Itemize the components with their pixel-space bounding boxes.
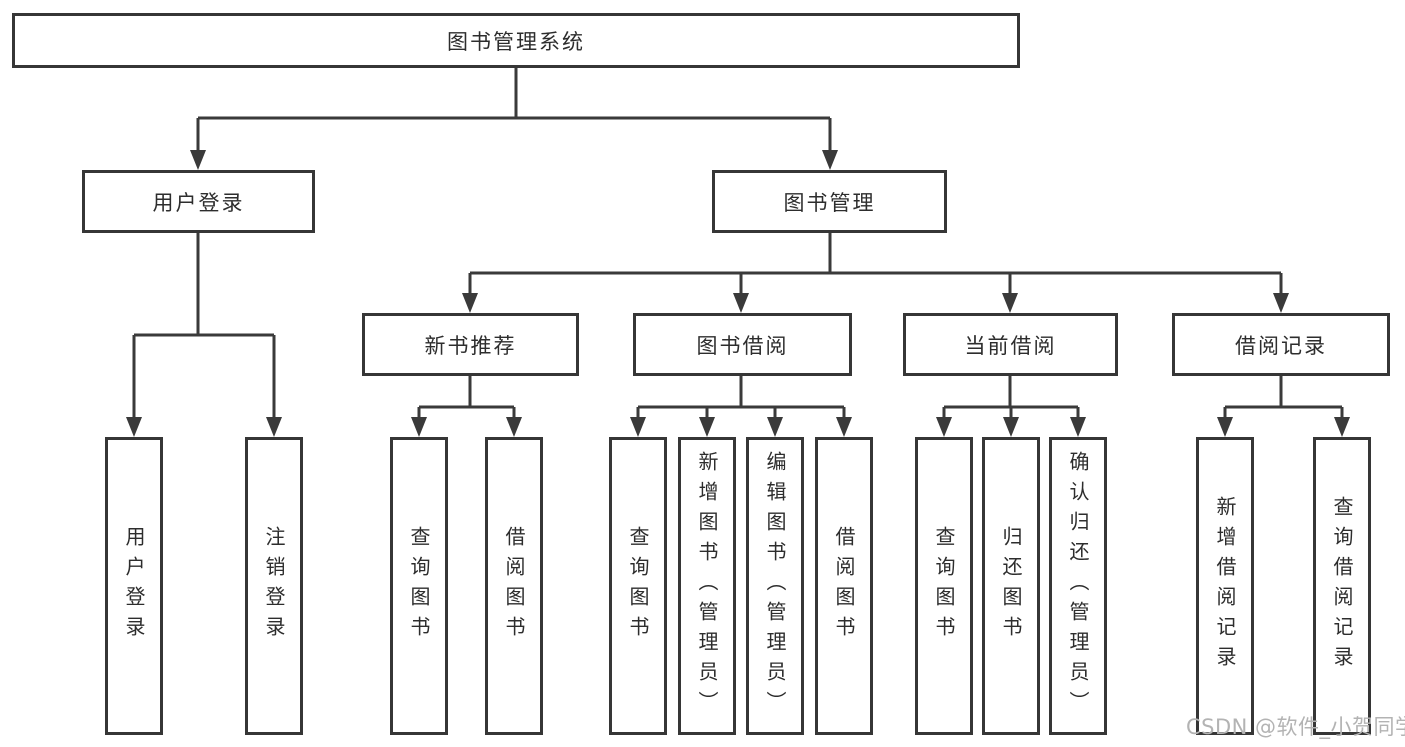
leaf-current-query-books: 查询图书 [915,437,973,735]
leaf-logout-login-label: 注销登录 [262,526,286,646]
node-book-borrow: 图书借阅 [633,313,852,376]
node-current-borrow: 当前借阅 [903,313,1118,376]
leaf-user-login: 用户登录 [105,437,163,735]
leaf-borrow-edit-books-admin: 编辑图书（管理员） [746,437,804,735]
leaf-borrow-borrow-books-label: 借阅图书 [832,526,856,646]
leaf-borrow-query-books-label: 查询图书 [626,526,650,646]
leaf-borrow-add-books-admin: 新增图书（管理员） [678,437,736,735]
node-user-login-label: 用户登录 [152,190,245,215]
node-book-borrow-label: 图书借阅 [696,333,789,358]
csdn-watermark: CSDN @软件_小贺同学 [1186,715,1405,739]
leaf-user-login-label: 用户登录 [122,526,146,646]
node-book-management: 图书管理 [712,170,947,233]
node-book-management-label: 图书管理 [783,190,876,215]
leaf-current-query-books-label: 查询图书 [932,526,956,646]
leaf-logout-login: 注销登录 [245,437,303,735]
leaf-current-confirm-return-admin-label: 确认归还（管理员） [1066,451,1090,721]
leaf-records-query-record: 查询借阅记录 [1313,437,1371,735]
leaf-recommend-borrow-books-label: 借阅图书 [502,526,526,646]
node-borrow-records-label: 借阅记录 [1235,333,1327,358]
leaf-records-query-record-label: 查询借阅记录 [1330,496,1354,676]
leaf-recommend-query-books: 查询图书 [390,437,448,735]
leaf-borrow-edit-books-admin-label: 编辑图书（管理员） [763,451,787,721]
leaf-recommend-query-books-label: 查询图书 [407,526,431,646]
node-user-login: 用户登录 [82,170,315,233]
leaf-borrow-borrow-books: 借阅图书 [815,437,873,735]
leaf-current-return-books: 归还图书 [982,437,1040,735]
node-root-label: 图书管理系统 [447,29,585,54]
leaf-current-return-books-label: 归还图书 [999,526,1023,646]
node-root: 图书管理系统 [12,13,1020,68]
node-borrow-records: 借阅记录 [1172,313,1390,376]
leaf-records-add-record-label: 新增借阅记录 [1213,496,1237,676]
node-current-borrow-label: 当前借阅 [964,333,1057,358]
arrowheads [126,150,1350,437]
leaf-recommend-borrow-books: 借阅图书 [485,437,543,735]
leaf-borrow-query-books: 查询图书 [609,437,667,735]
leaf-borrow-add-books-admin-label: 新增图书（管理员） [695,451,719,721]
leaf-current-confirm-return-admin: 确认归还（管理员） [1049,437,1107,735]
node-new-book-recommend: 新书推荐 [362,313,579,376]
node-new-book-recommend-label: 新书推荐 [424,333,517,358]
leaf-records-add-record: 新增借阅记录 [1196,437,1254,735]
